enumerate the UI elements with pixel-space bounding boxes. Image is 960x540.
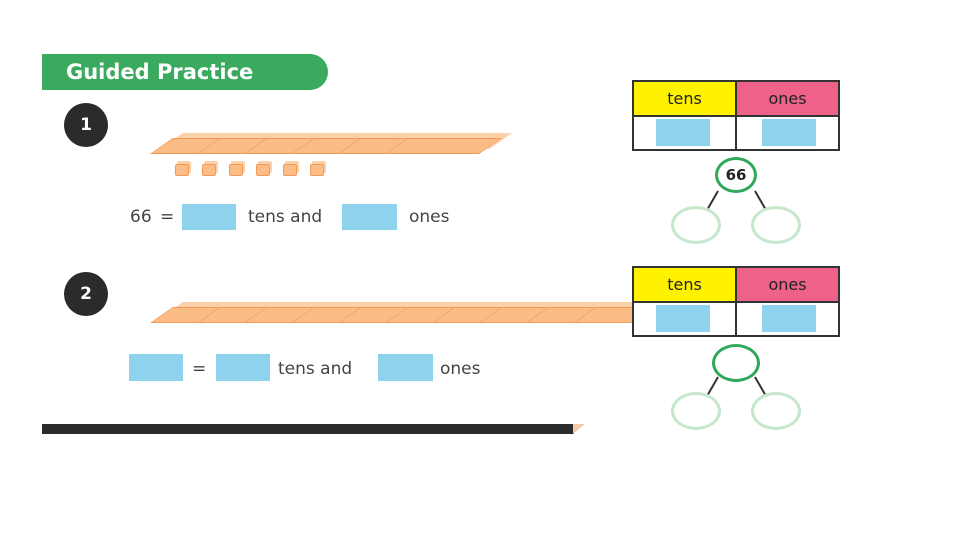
bond-connector [707, 376, 719, 395]
page-divider [42, 424, 574, 434]
ones-answer-box[interactable] [378, 354, 433, 381]
number-bond-part-ones[interactable] [751, 392, 801, 430]
tens-answer-box[interactable] [216, 354, 270, 381]
place-value-table: tens ones [632, 80, 840, 151]
ones-header: ones [737, 268, 838, 301]
equation-total: 66 [130, 207, 152, 227]
bond-connector [754, 376, 766, 395]
tens-cell [634, 301, 737, 335]
ones-cube [229, 164, 243, 176]
tens-header: tens [634, 82, 737, 115]
number-bond-part-tens[interactable] [671, 206, 721, 244]
problem-number-badge: 2 [64, 272, 108, 316]
bond-connector [754, 190, 766, 209]
tens-rod [385, 138, 502, 154]
ones-cube [283, 164, 297, 176]
ones-cube [175, 164, 189, 176]
ones-cell [737, 115, 838, 149]
equation-tens-label: tens and [278, 359, 353, 379]
number-bond-whole: 66 [715, 157, 757, 193]
number-bond-whole[interactable] [712, 344, 760, 382]
ones-header: ones [737, 82, 838, 115]
tens-cell [634, 115, 737, 149]
equation-tens-label: tens and [248, 207, 323, 227]
number-bond-part-ones[interactable] [751, 206, 801, 244]
problem-number-badge: 1 [64, 103, 108, 147]
page-divider-tip [573, 424, 585, 434]
ones-cube [256, 164, 270, 176]
number-bond-part-tens[interactable] [671, 392, 721, 430]
total-answer-box[interactable] [129, 354, 183, 381]
place-value-table: tens ones [632, 266, 840, 337]
equation-ones-label: ones [440, 359, 481, 379]
bond-connector [707, 190, 719, 209]
ones-answer-box[interactable] [342, 204, 397, 230]
section-title-banner: Guided Practice [42, 54, 328, 90]
equation-equals: = [160, 207, 175, 227]
tens-answer-box[interactable] [656, 119, 710, 146]
equation-ones-label: ones [409, 207, 450, 227]
tens-header: tens [634, 268, 737, 301]
ones-answer-box[interactable] [762, 305, 816, 332]
ones-cube [310, 164, 324, 176]
tens-answer-box[interactable] [656, 305, 710, 332]
tens-answer-box[interactable] [182, 204, 236, 230]
ones-answer-box[interactable] [762, 119, 816, 146]
ones-cube [202, 164, 216, 176]
ones-cell [737, 301, 838, 335]
equation-equals: = [192, 359, 207, 379]
